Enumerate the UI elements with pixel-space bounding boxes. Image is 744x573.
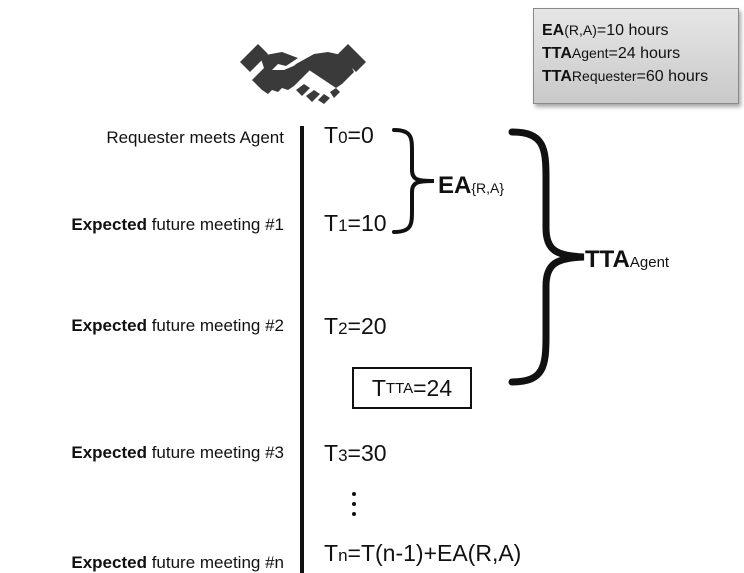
time-t2-base: T bbox=[324, 313, 339, 339]
event-label-meet-text: Requester meets Agent bbox=[106, 128, 284, 147]
ea-label-sub: {R,A} bbox=[471, 180, 505, 196]
time-ttta-base: T bbox=[371, 374, 386, 401]
vertical-ellipsis bbox=[349, 492, 359, 522]
brace-ea bbox=[392, 128, 435, 234]
legend-tta-agent-value: =24 hours bbox=[608, 45, 681, 62]
event-label-3-bold: Expected bbox=[71, 443, 147, 462]
time-tn-sub: n bbox=[338, 546, 348, 565]
time-ttta-value: =24 bbox=[413, 374, 453, 401]
time-t0-sub: 0 bbox=[338, 128, 348, 147]
legend-tta-agent-sub: Agent bbox=[571, 45, 609, 61]
handshake-icon bbox=[240, 44, 366, 104]
timeline-axis bbox=[300, 126, 304, 573]
event-label-1-bold: Expected bbox=[71, 215, 147, 234]
time-t2-value: =20 bbox=[347, 313, 387, 339]
time-tn-value: =T(n-1)+EA(R,A) bbox=[347, 540, 522, 566]
event-label-meet: Requester meets Agent bbox=[106, 128, 284, 148]
legend-tta-requester-value: =60 hours bbox=[636, 68, 709, 85]
event-label-3: Expected future meeting #3 bbox=[71, 443, 284, 463]
time-t1-sub: 1 bbox=[338, 216, 348, 235]
event-label-3-rest: future meeting #3 bbox=[146, 443, 284, 462]
tta-label-sub: Agent bbox=[629, 254, 670, 271]
tta-label: TTAAgent bbox=[585, 246, 669, 274]
time-t0-base: T bbox=[324, 122, 339, 148]
event-label-n-bold: Expected bbox=[71, 553, 147, 572]
event-label-2: Expected future meeting #2 bbox=[71, 316, 284, 336]
legend-ea-sub: (R,A) bbox=[564, 22, 597, 38]
legend-tta-requester-key: TTA bbox=[542, 68, 572, 85]
tta-label-bold: TTA bbox=[585, 246, 630, 273]
event-label-2-rest: future meeting #2 bbox=[146, 316, 284, 335]
legend-tta-agent-line: TTAAgent=24 hours bbox=[542, 42, 738, 65]
time-t3-value: =30 bbox=[347, 440, 387, 466]
time-t2: T2=20 bbox=[324, 313, 387, 340]
time-t0: T0=0 bbox=[324, 122, 374, 149]
time-t3-sub: 3 bbox=[338, 446, 348, 465]
time-tn-base: T bbox=[324, 540, 339, 566]
ea-label: EA{R,A} bbox=[438, 172, 504, 200]
event-label-n: Expected future meeting #n bbox=[71, 553, 284, 573]
time-t0-value: =0 bbox=[347, 122, 374, 148]
legend-ea-line: EA(R,A)=10 hours bbox=[542, 19, 738, 42]
legend-box: EA(R,A)=10 hours TTAAgent=24 hours TTARe… bbox=[533, 8, 739, 104]
time-t3: T3=30 bbox=[324, 440, 387, 467]
time-t1-base: T bbox=[324, 210, 339, 236]
time-t1-value: =10 bbox=[347, 210, 387, 236]
time-t1: T1=10 bbox=[324, 210, 387, 237]
time-t2-sub: 2 bbox=[338, 319, 348, 338]
legend-tta-requester-line: TTARequester=60 hours bbox=[542, 65, 738, 88]
legend-tta-agent-key: TTA bbox=[542, 45, 572, 62]
event-label-1: Expected future meeting #1 bbox=[71, 215, 284, 235]
brace-tta bbox=[508, 128, 585, 386]
time-tn: Tn=T(n-1)+EA(R,A) bbox=[324, 540, 521, 567]
ea-label-bold: EA bbox=[438, 172, 472, 199]
legend-ea-key: EA bbox=[542, 22, 565, 39]
event-label-1-rest: future meeting #1 bbox=[146, 215, 284, 234]
time-t3-base: T bbox=[324, 440, 339, 466]
event-label-2-bold: Expected bbox=[71, 316, 147, 335]
event-label-n-rest: future meeting #n bbox=[146, 553, 284, 572]
time-ttta-sub: TTA bbox=[385, 379, 414, 397]
legend-tta-requester-sub: Requester bbox=[571, 68, 637, 84]
legend-ea-value: =10 hours bbox=[596, 22, 669, 39]
